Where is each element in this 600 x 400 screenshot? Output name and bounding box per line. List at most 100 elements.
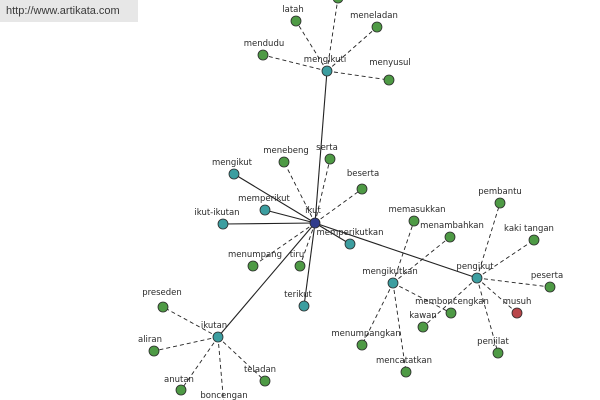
edge-ikut-mengikut: [233, 173, 316, 224]
edge-ikut-ikutan: [217, 222, 316, 338]
node-ikutan[interactable]: [212, 331, 224, 343]
node-menambahkan[interactable]: [444, 231, 456, 243]
node-label-memasukkan[interactable]: memasukkan: [388, 205, 445, 215]
node-tiru[interactable]: [294, 260, 306, 272]
node-peserta[interactable]: [544, 281, 556, 293]
node-label-memperikut[interactable]: memperikut: [238, 194, 290, 204]
edge-ikut-beserta: [314, 188, 363, 224]
node-label-tiru[interactable]: tiru: [290, 250, 305, 260]
node-label-menebeng[interactable]: menebeng: [263, 146, 309, 156]
node-latah[interactable]: [290, 15, 302, 27]
edge-ikutan-teladan: [217, 336, 266, 382]
node-menebeng[interactable]: [278, 156, 290, 168]
node-label-peserta[interactable]: peserta: [531, 271, 563, 281]
node-penjilat[interactable]: [492, 347, 504, 359]
edges-layer: [153, 0, 551, 400]
edge-pengikut-pembantu: [476, 202, 501, 279]
node-label-teladan[interactable]: teladan: [244, 365, 276, 375]
node-label-mencatatkan[interactable]: mencatatkan: [376, 356, 432, 366]
source-url-text[interactable]: http://www.artikata.com: [6, 5, 120, 17]
node-label-memperikutkan[interactable]: memperikutkan: [316, 228, 383, 238]
edge-ikutan-anutan: [180, 336, 219, 391]
node-label-terikut[interactable]: terikut: [284, 290, 312, 300]
node-musuh[interactable]: [511, 307, 523, 319]
edge-mengikutkan-menumpangkan: [361, 282, 394, 346]
node-partial-offscreen[interactable]: [332, 0, 344, 4]
node-label-musuh[interactable]: musuh: [503, 297, 532, 307]
node-mencatatkan[interactable]: [400, 366, 412, 378]
node-menumpangkan[interactable]: [356, 339, 368, 351]
node-aliran[interactable]: [148, 345, 160, 357]
node-memperikut[interactable]: [259, 204, 271, 216]
edge-mengikuti-mendudu: [262, 54, 328, 72]
node-label-serta[interactable]: serta: [316, 143, 338, 153]
source-url-banner[interactable]: http://www.artikata.com: [0, 0, 138, 22]
edge-mengikutkan-mencatatkan: [392, 282, 407, 373]
labels-layer: ikut mengikuti mengikut memperikut ikut-ikut…: [138, 5, 563, 400]
node-label-menyusul[interactable]: menyusul: [369, 58, 411, 68]
node-meneladan[interactable]: [371, 21, 383, 33]
node-kawan[interactable]: [417, 321, 429, 333]
edge-pengikut-musuh: [476, 277, 518, 314]
node-teladan[interactable]: [259, 375, 271, 387]
node-menumpang[interactable]: [247, 260, 259, 272]
node-label-aliran[interactable]: aliran: [138, 335, 162, 345]
node-ikut-ikutan[interactable]: [217, 218, 229, 230]
node-label-ikutan[interactable]: ikutan: [201, 321, 227, 331]
nodes-layer: [148, 0, 556, 396]
node-menyusul[interactable]: [383, 74, 395, 86]
edge-ikut-menebeng: [283, 161, 316, 224]
node-terikut[interactable]: [298, 300, 310, 312]
node-label-ikut[interactable]: ikut: [305, 206, 321, 216]
node-anutan[interactable]: [175, 384, 187, 396]
edge-ikutan-preseden: [162, 306, 219, 338]
node-mengikuti[interactable]: [321, 65, 333, 77]
node-pengikut[interactable]: [471, 272, 483, 284]
node-memperikutkan[interactable]: [344, 238, 356, 250]
node-mengikutkan[interactable]: [387, 277, 399, 289]
node-ikut[interactable]: [309, 217, 321, 229]
node-label-kaki-tangan[interactable]: kaki tangan: [504, 224, 554, 234]
edge-mengikutkan-memboncengkan: [392, 282, 452, 314]
node-label-mendudu[interactable]: mendudu: [244, 39, 284, 49]
node-label-menumpang[interactable]: menumpang: [228, 250, 282, 260]
node-beserta[interactable]: [356, 183, 368, 195]
node-pembantu[interactable]: [494, 197, 506, 209]
node-label-penjilat[interactable]: penjilat: [477, 337, 509, 347]
node-preseden[interactable]: [157, 301, 169, 313]
node-kaki-tangan[interactable]: [528, 234, 540, 246]
node-label-menumpangkan[interactable]: menumpangkan: [331, 329, 400, 339]
node-label-latah[interactable]: latah: [282, 5, 304, 15]
node-label-mengikutkan[interactable]: mengikutkan: [362, 267, 417, 277]
node-mendudu[interactable]: [257, 49, 269, 61]
node-label-boncengan[interactable]: boncengan: [200, 391, 247, 400]
edge-ikut-mengikuti: [314, 70, 328, 224]
node-memasukkan[interactable]: [408, 215, 420, 227]
node-label-pembantu[interactable]: pembantu: [478, 187, 522, 197]
edge-ikut-pengikut: [314, 222, 478, 279]
node-label-kawan[interactable]: kawan: [409, 311, 437, 321]
node-label-mengikut[interactable]: mengikut: [212, 158, 253, 168]
edge-pengikut-kaki-tangan: [476, 239, 535, 279]
edge-mengikutkan-memasukkan: [392, 220, 415, 284]
edge-mengikuti-offtop: [326, 0, 339, 72]
node-label-pengikut[interactable]: pengikut: [456, 262, 494, 272]
node-label-preseden[interactable]: preseden: [142, 288, 182, 298]
edge-mengikutkan-menambahkan: [392, 236, 451, 284]
node-label-memboncengkan[interactable]: memboncengkan: [415, 297, 489, 307]
node-label-meneladan[interactable]: meneladan: [350, 11, 398, 21]
node-serta[interactable]: [324, 153, 336, 165]
edge-mengikuti-latah: [295, 20, 328, 72]
node-mengikut[interactable]: [228, 168, 240, 180]
edge-ikut-tiru: [299, 222, 316, 267]
node-label-ikut-ikutan[interactable]: ikut-ikutan: [194, 208, 239, 218]
edge-ikut-serta: [314, 158, 331, 224]
node-label-menambahkan[interactable]: menambahkan: [420, 221, 484, 231]
node-label-anutan[interactable]: anutan: [164, 375, 194, 385]
edge-ikut-memperikutkan: [314, 222, 351, 245]
edge-pengikut-kawan: [422, 277, 478, 328]
node-label-mengikuti[interactable]: mengikuti: [304, 55, 346, 65]
node-label-beserta[interactable]: beserta: [347, 169, 379, 179]
node-memboncengkan[interactable]: [445, 307, 457, 319]
